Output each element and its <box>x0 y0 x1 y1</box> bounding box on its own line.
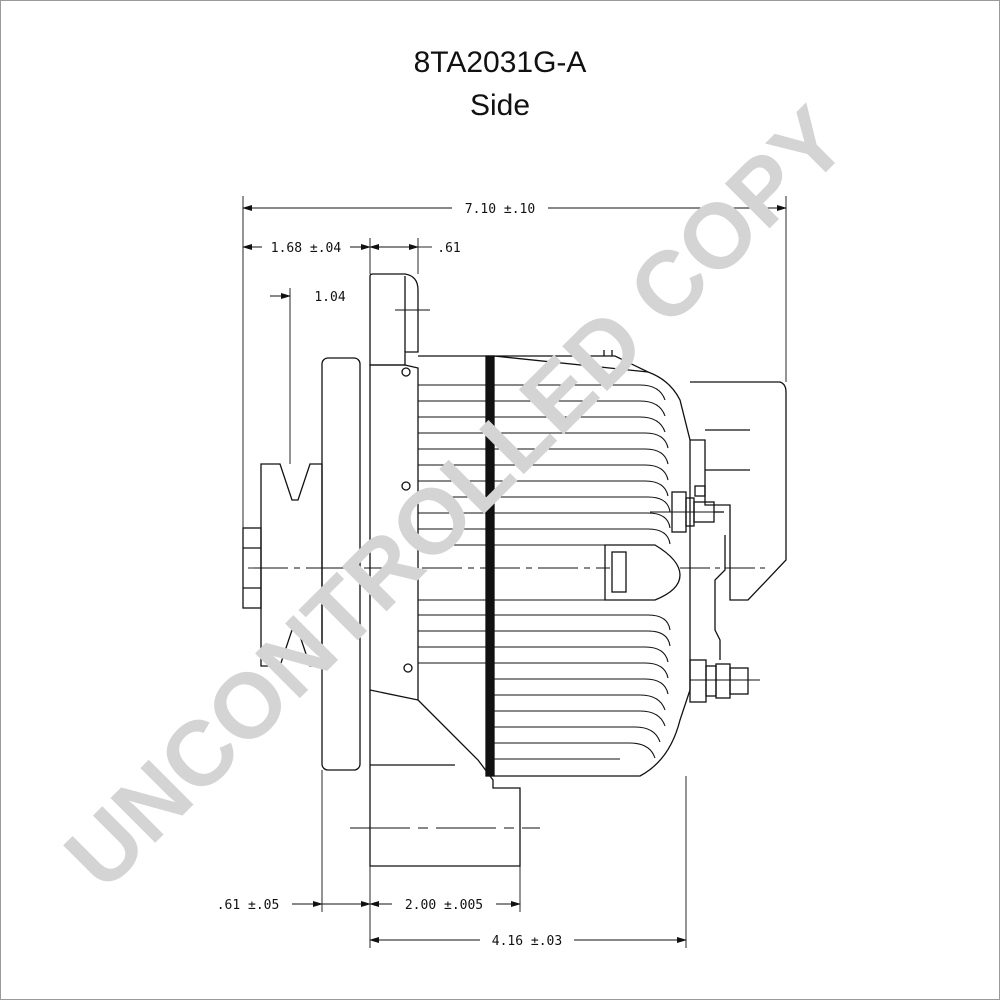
dimension-lines <box>242 205 787 943</box>
dim-body-length: 4.16 ±.03 <box>492 934 562 949</box>
wire-lead <box>714 535 726 660</box>
rear-cover <box>690 381 787 601</box>
dim-overall-length: 7.10 ±.10 <box>465 202 535 217</box>
cooling-fins <box>418 384 671 760</box>
fan <box>321 357 361 771</box>
brush-holder <box>604 544 681 601</box>
terminal-stud-upper <box>671 485 724 533</box>
view-title: Side <box>469 89 531 122</box>
center-lines <box>248 309 770 829</box>
dimension-labels: 7.10 ±.10 1.68 ±.04 .61 1.04 .61 ±.05 2.… <box>217 202 563 949</box>
dim-pulley-offset: 1.04 <box>314 290 345 305</box>
lower-mounting-foot <box>369 690 521 867</box>
dim-pulley-face: .61 ±.05 <box>217 898 280 913</box>
alternator-outline <box>242 273 787 867</box>
terminal-stud-lower <box>689 659 749 703</box>
dim-mount-ear-width: .61 <box>437 241 460 256</box>
uncontrolled-copy-watermark: UNCONTROLLED COPY <box>46 88 866 908</box>
part-number-title: 8TA2031G-A <box>413 46 587 79</box>
dim-pulley-to-mount: 1.68 ±.04 <box>271 241 342 256</box>
upper-mounting-ear <box>369 273 419 366</box>
dim-mount-span: 2.00 ±.005 <box>405 898 483 913</box>
